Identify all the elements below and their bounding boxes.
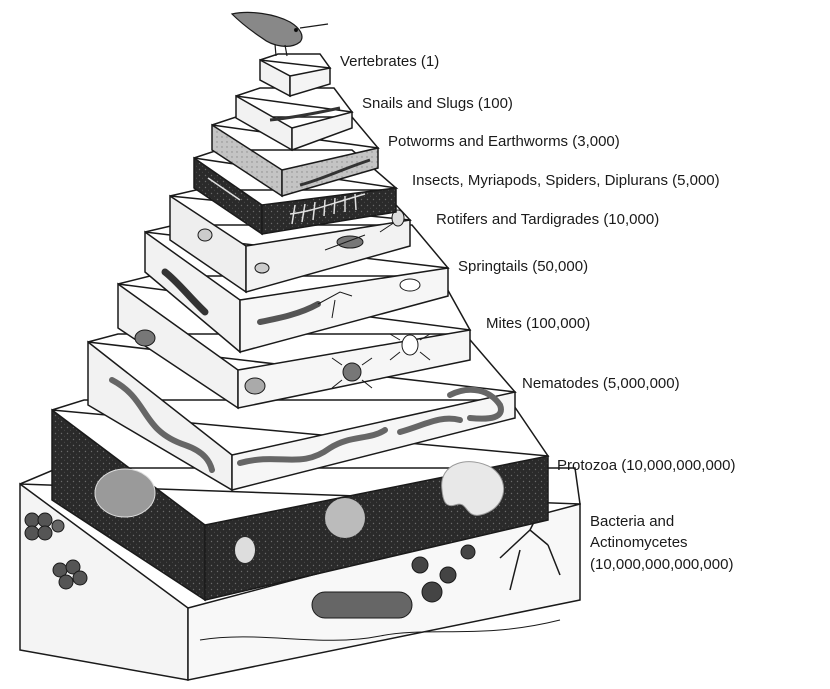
bird-icon [232, 12, 328, 56]
label-springtails: Springtails (50,000) [458, 258, 588, 275]
label-vertebrates: Vertebrates (1) [340, 53, 439, 70]
tier-snails-left-face [236, 96, 292, 150]
label-potworms-earthworms: Potworms and Earthworms (3,000) [388, 133, 620, 150]
label-rotifers-tardigrades: Rotifers and Tardigrades (10,000) [436, 211, 659, 228]
label-protozoa: Protozoa (10,000,000,000) [557, 457, 735, 474]
label-bacteria-line-3: (10,000,000,000,000) [590, 556, 733, 573]
label-snails-slugs: Snails and Slugs (100) [362, 95, 513, 112]
label-bacteria-line-1: Bacteria and [590, 513, 674, 530]
label-insects: Insects, Myriapods, Spiders, Diplurans (… [412, 172, 720, 189]
tier-vertebrates [232, 12, 330, 96]
label-bacteria-line-2: Actinomycetes [590, 534, 688, 551]
label-mites: Mites (100,000) [486, 315, 590, 332]
label-nematodes: Nematodes (5,000,000) [522, 375, 680, 392]
